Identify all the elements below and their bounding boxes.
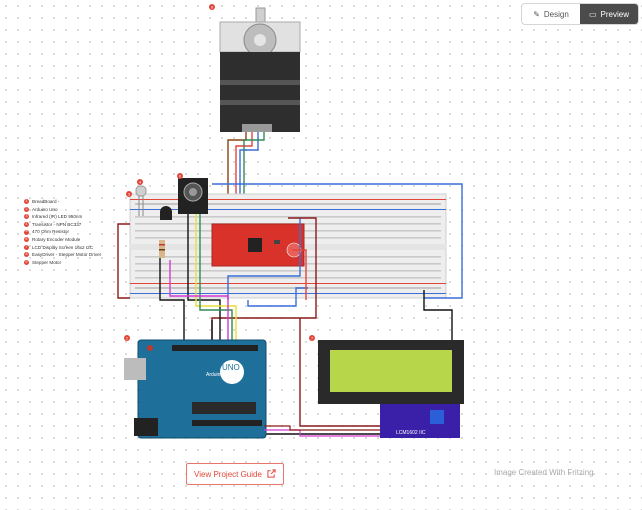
marker-ir-led <box>126 191 132 197</box>
legend-number: 4 <box>24 221 29 228</box>
legend-label: BreadBoard - <box>32 199 60 204</box>
design-tab[interactable]: ✎ Design <box>522 4 580 24</box>
marker-arduino-num: 2 <box>126 336 128 340</box>
transistor <box>160 206 172 220</box>
legend-number: 7 <box>24 244 29 250</box>
resistor <box>159 240 165 258</box>
motor-wires <box>227 132 265 226</box>
legend-number: 2 <box>24 206 29 212</box>
legend-label: Arduino Uno <box>32 206 58 212</box>
legend-label: 470 Ohm Resistor <box>32 229 70 235</box>
marker-rotary-num: 6 <box>179 174 181 178</box>
legend-number: 6 <box>24 236 29 243</box>
arduino-model: UNO <box>222 363 240 372</box>
marker-ir-led-num: 3 <box>128 192 130 196</box>
legend-label: Stepper Motor <box>32 259 62 265</box>
marker-lcd <box>309 335 315 341</box>
marker-lcd-num: 7 <box>311 336 313 340</box>
legend-label: Transistor - NPN BC337 <box>32 221 82 227</box>
marker-rotary <box>177 173 183 179</box>
lcd-wires <box>264 425 380 437</box>
external-link-icon <box>267 468 276 480</box>
marker-arduino <box>124 335 130 341</box>
legend-number: 9 <box>24 259 29 266</box>
view-project-guide-button[interactable]: View Project Guide <box>186 463 284 485</box>
marker-motor <box>209 4 215 10</box>
legend-number: 8 <box>24 252 29 258</box>
view-project-guide-label: View Project Guide <box>194 469 262 479</box>
preview-tab-label: Preview <box>600 9 629 19</box>
pencil-icon: ✎ <box>533 9 540 19</box>
legend-label: LCD Display Screen 16x2 I2C <box>32 244 94 250</box>
legend-label: Infrared (IR) LED 950nm <box>32 214 83 220</box>
arduino-brand: Arduino <box>206 372 223 378</box>
marker-motor-num: 9 <box>211 5 213 9</box>
arduino-uno: Arduino UNO <box>124 339 267 439</box>
lcd-module-label: LCM1602 IIC <box>396 430 426 436</box>
easydriver-board <box>211 223 305 267</box>
view-toggle: ✎ Design ▭ Preview <box>521 3 639 25</box>
screen-icon: ▭ <box>588 9 597 19</box>
legend-number: 3 <box>24 214 29 220</box>
rotary-encoder <box>178 178 208 214</box>
legend-label: Rotary Encoder Module <box>32 236 81 242</box>
marker-transistor-num: 4 <box>139 180 141 184</box>
legend-number: 1 <box>24 199 29 205</box>
marker-transistor <box>137 179 143 185</box>
legend-number: 5 <box>24 229 29 235</box>
design-tab-label: Design <box>543 9 569 19</box>
ir-led <box>135 185 147 216</box>
stepper-motor <box>219 7 301 132</box>
legend-label: EasyDriver - Stepper Motor Driver <box>32 252 102 258</box>
preview-tab[interactable]: ▭ Preview <box>580 4 638 24</box>
lcd-display: LCM1602 IIC <box>318 340 464 438</box>
fritzing-credit: Image Created With Fritzing <box>494 468 594 477</box>
